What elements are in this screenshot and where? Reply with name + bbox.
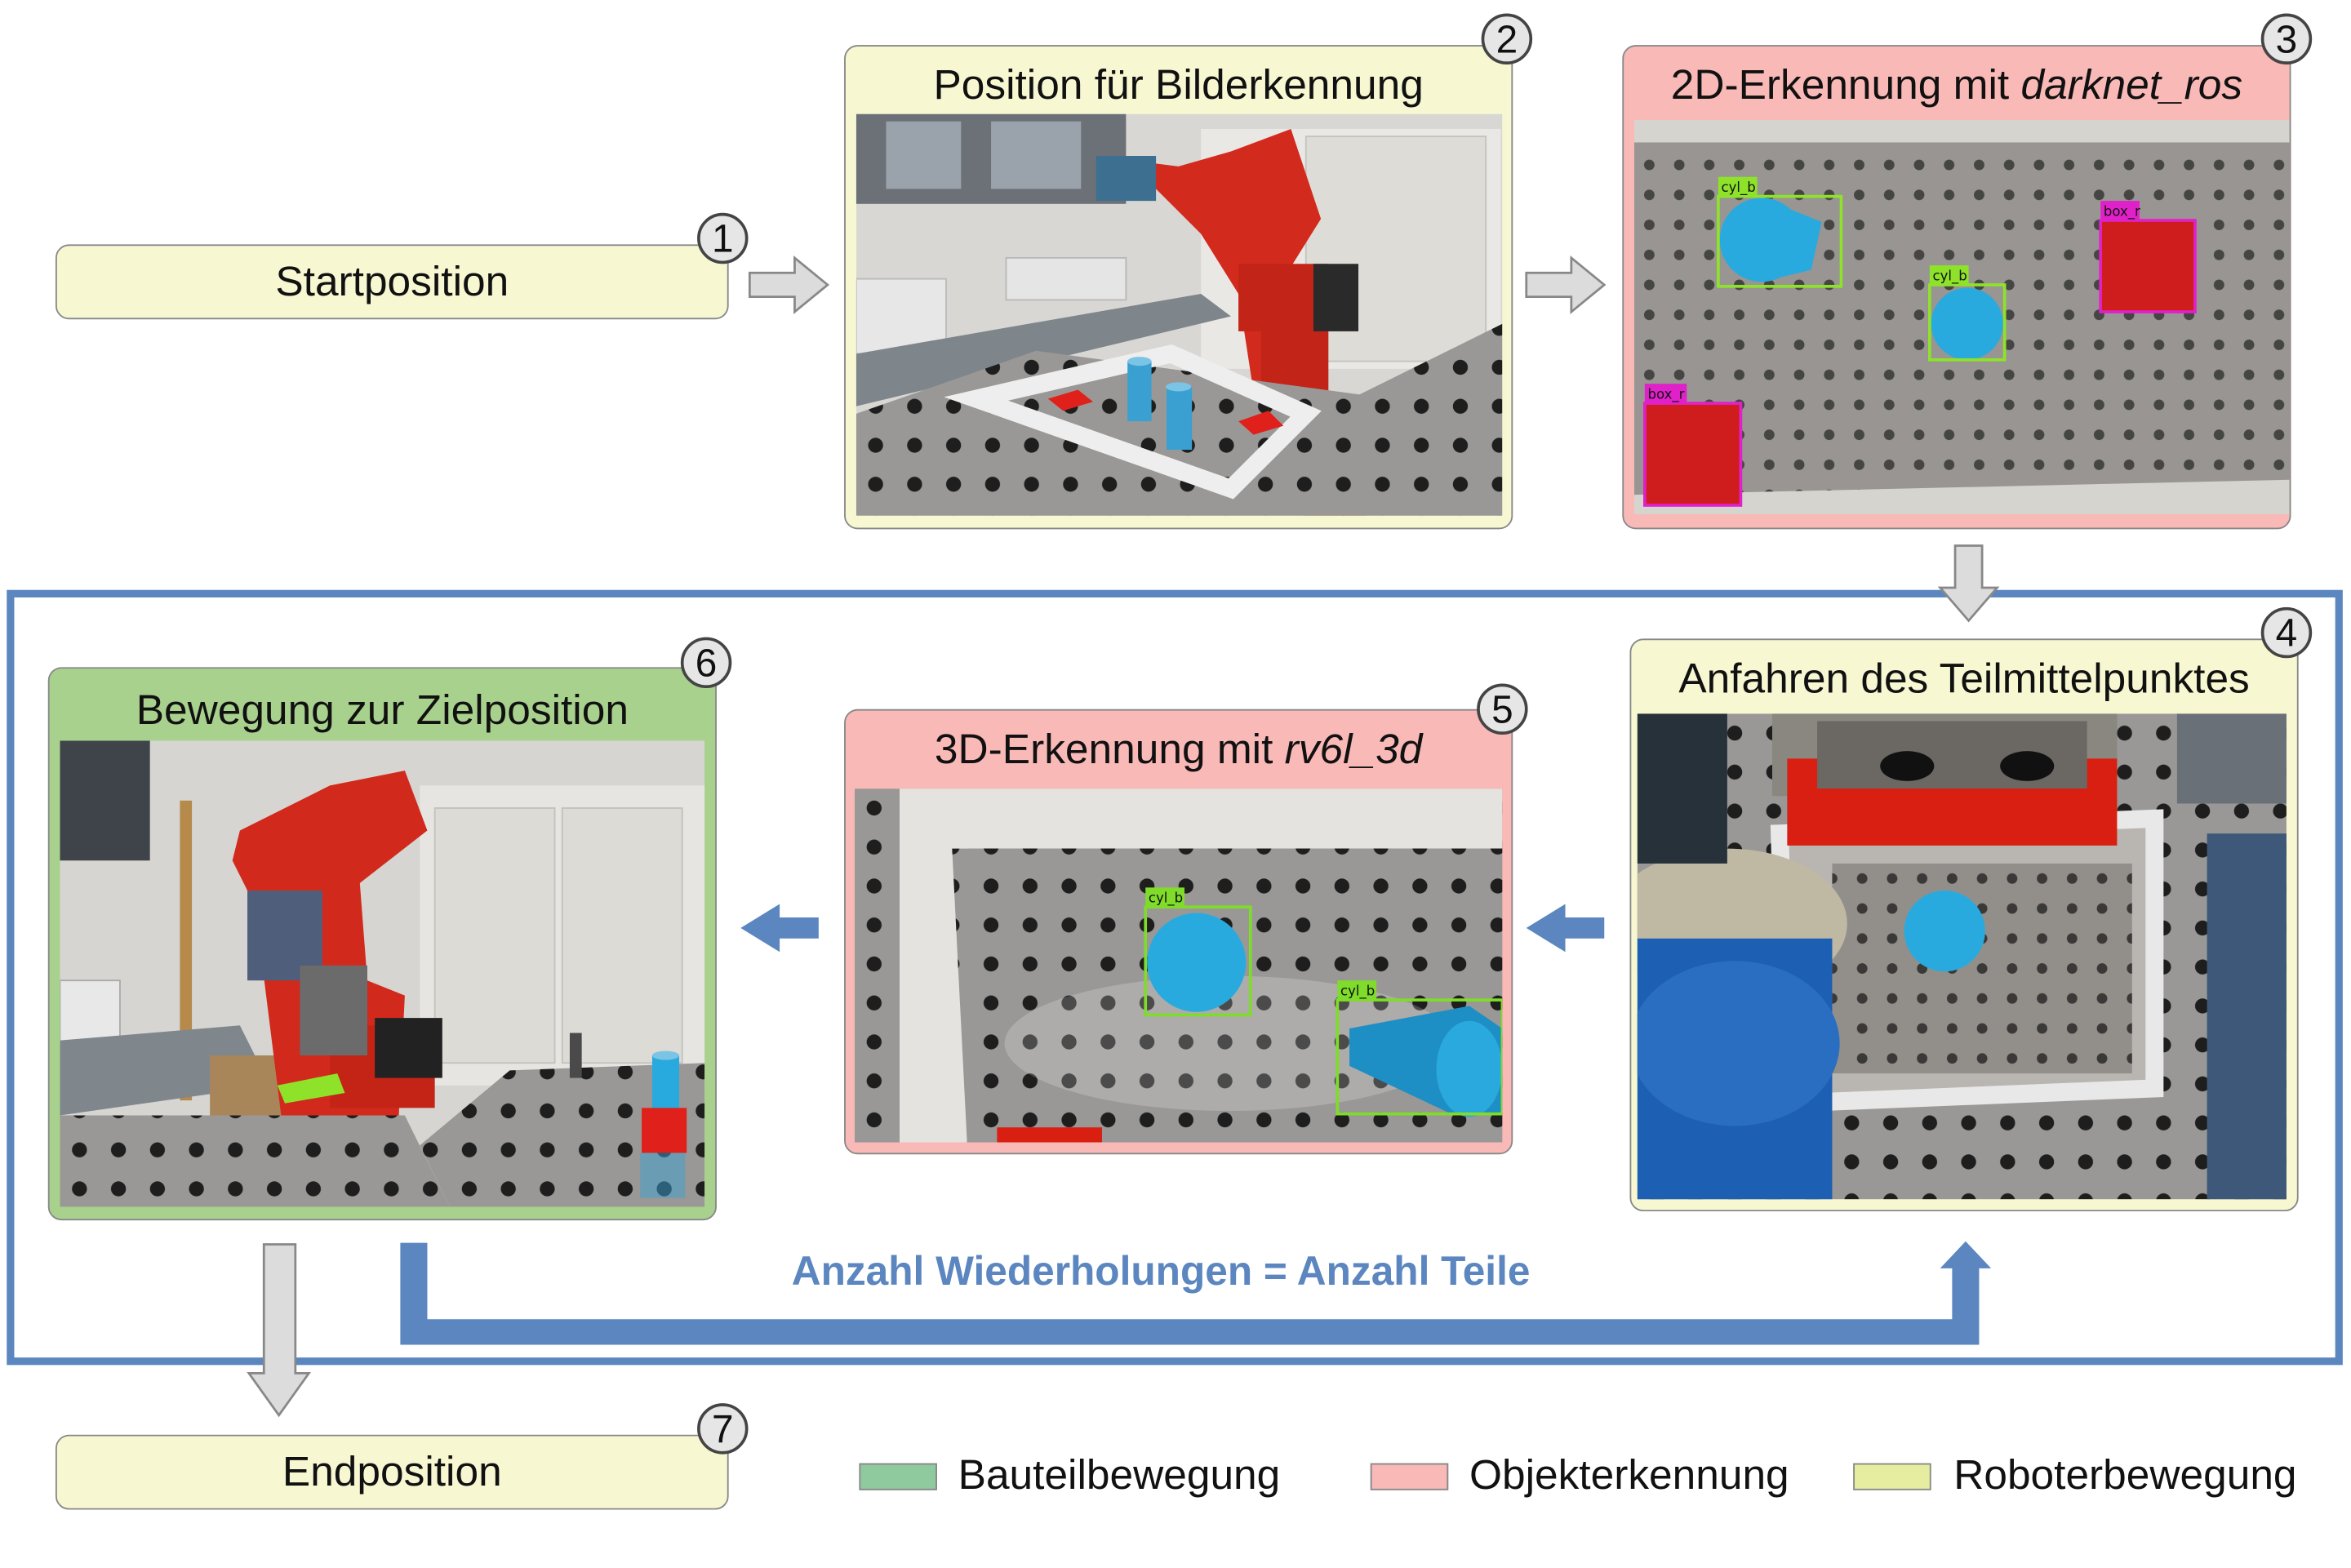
step-5-number: 5 — [1477, 683, 1528, 735]
step-6-photo — [60, 740, 705, 1207]
step-5-photo: cyl_b cyl_b — [854, 788, 1503, 1143]
legend-swatch-part-motion — [859, 1463, 937, 1490]
step-3-title-prefix: 2D-Erkennung mit — [1670, 61, 2021, 109]
legend-label-part-motion: Bauteilbewegung — [958, 1450, 1281, 1498]
arrow-2-to-3 — [1525, 255, 1607, 314]
step-1-number: 1 — [697, 212, 749, 264]
legend-label-detection: Objekterkennung — [1469, 1450, 1789, 1498]
step-5-title: 3D-Erkennung mit rv6l_3d — [846, 726, 1511, 774]
step-1-title: Startposition — [275, 257, 509, 304]
legend-swatch-robot-motion — [1853, 1463, 1931, 1490]
loop-back-arrow — [400, 1241, 1992, 1345]
arrow-4-to-5 — [1526, 904, 1605, 953]
step-4-number: 4 — [2260, 606, 2313, 659]
step-4-title: Anfahren des Teilmittelpunktes — [1678, 655, 2250, 702]
detection-label-cyl-4: cyl_b — [1340, 984, 1375, 1000]
repetition-loop-frame — [7, 589, 2343, 1366]
loop-label: Anzahl Wiederholungen = Anzahl Teile — [791, 1248, 1531, 1295]
detection-label-box-1: box_r — [2104, 203, 2140, 220]
arrow-6-to-7 — [247, 1243, 312, 1418]
detection-label-cyl-2: cyl_b — [1933, 268, 1967, 284]
step-7-number: 7 — [697, 1403, 749, 1455]
step-4-photo — [1637, 713, 2287, 1200]
step-3-title: 2D-Erkennung mit darknet_ros — [1624, 61, 2289, 109]
arrow-1-to-2 — [748, 255, 830, 314]
step-2-title: Position für Bilderkennung — [933, 61, 1424, 109]
step-6-number: 6 — [680, 637, 732, 689]
step-1-box: Startposition — [55, 244, 729, 320]
step-7-box: Endposition — [55, 1434, 729, 1510]
step-7-title: Endposition — [282, 1448, 502, 1495]
legend-swatch-detection — [1370, 1463, 1449, 1490]
legend-label-robot-motion: Roboterbewegung — [1953, 1450, 2297, 1498]
detection-label-box-2: box_r — [1648, 387, 1685, 403]
step-3-photo: cyl_b cyl_b box_r box_r — [1634, 119, 2290, 514]
step-3-number: 3 — [2260, 13, 2313, 64]
step-5-title-prefix: 3D-Erkennung mit — [934, 725, 1285, 772]
detection-label-cyl-1: cyl_b — [1722, 180, 1756, 196]
step-5-title-tool: rv6l_3d — [1284, 725, 1423, 772]
arrow-5-to-6 — [740, 904, 819, 953]
step-3-title-tool: darknet_ros — [2020, 61, 2243, 109]
step-6-title: Bewegung zur Zielposition — [136, 686, 629, 734]
arrow-3-to-4 — [1937, 544, 2000, 623]
detection-label-cyl-3: cyl_b — [1149, 891, 1183, 907]
step-2-number: 2 — [1481, 13, 1533, 64]
step-2-photo — [856, 113, 1503, 516]
